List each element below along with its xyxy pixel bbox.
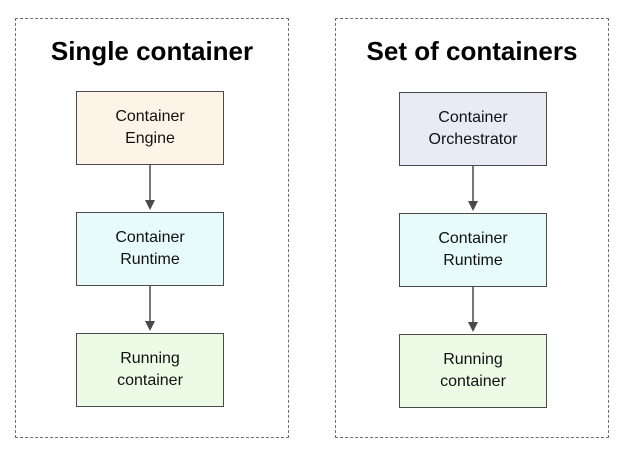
node-label: Container Orchestrator [428,109,518,148]
group-title: Single container [50,36,254,66]
node-label: Running container [117,350,183,389]
node-label: Container Runtime [438,230,508,269]
node-label: Container Runtime [115,229,185,268]
node-container-engine: Container Engine [76,91,224,165]
node-label: Container Engine [115,108,185,147]
node-container-orchestrator: Container Orchestrator [399,92,547,166]
node-running-container: Running container [76,333,224,407]
node-label: Running container [440,351,506,390]
node-container-runtime: Container Runtime [76,212,224,286]
group-title: Set of containers [366,36,578,66]
node-container-runtime: Container Runtime [399,213,547,287]
node-running-container: Running container [399,334,547,408]
